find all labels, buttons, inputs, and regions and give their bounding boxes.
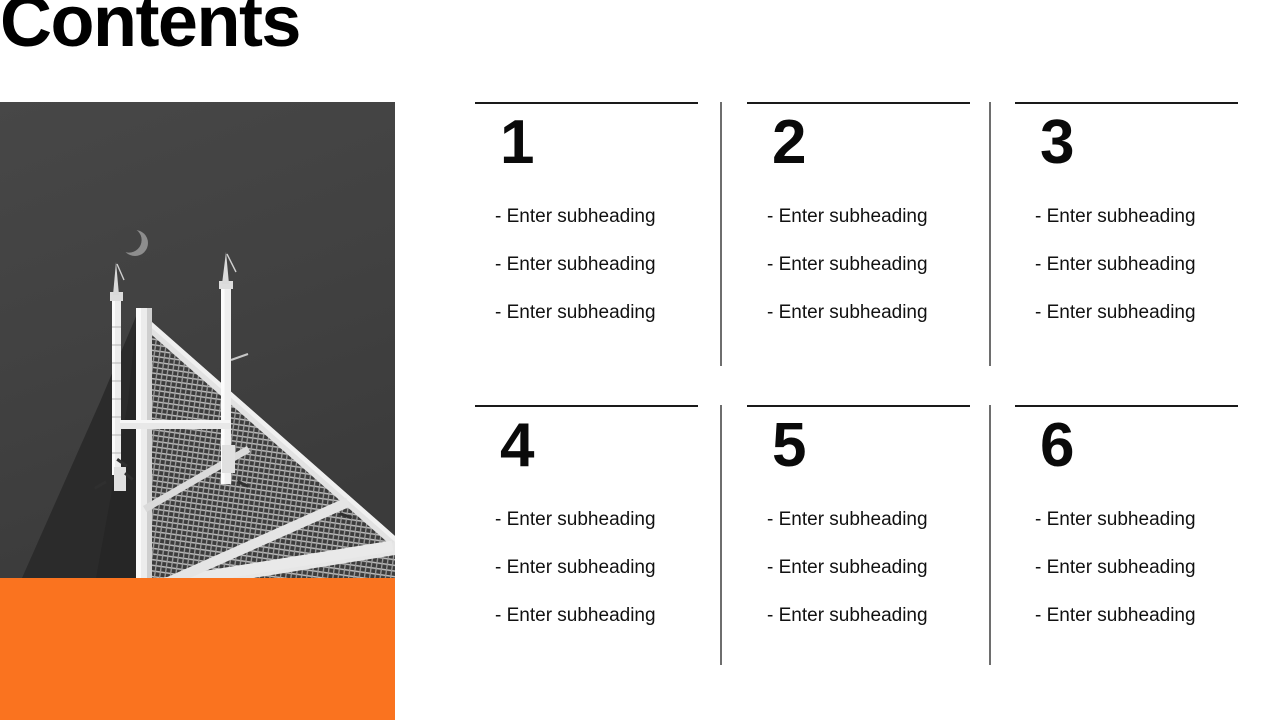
list-item[interactable]: - Enter subheading — [1035, 557, 1196, 578]
contents-item-3[interactable]: 3 - Enter subheading - Enter subheading … — [1015, 102, 1238, 367]
list-item[interactable]: - Enter subheading — [767, 206, 928, 227]
list-item[interactable]: - Enter subheading — [495, 254, 656, 275]
column-rule — [747, 405, 970, 407]
item-number: 4 — [500, 411, 534, 480]
list-item[interactable]: - Enter subheading — [495, 509, 656, 530]
item-subheadings: - Enter subheading - Enter subheading - … — [495, 510, 700, 654]
item-number: 1 — [500, 108, 534, 177]
tower-photo-graphic — [0, 102, 395, 578]
item-subheadings: - Enter subheading - Enter subheading - … — [767, 510, 972, 654]
contents-row-2: 4 - Enter subheading - Enter subheading … — [475, 405, 1240, 670]
item-subheadings: - Enter subheading - Enter subheading - … — [1035, 510, 1240, 654]
column-rule — [747, 102, 970, 104]
item-number: 3 — [1040, 108, 1074, 177]
item-number: 6 — [1040, 411, 1074, 480]
item-subheadings: - Enter subheading - Enter subheading - … — [495, 207, 700, 351]
orange-accent-block — [0, 578, 395, 720]
list-item[interactable]: - Enter subheading — [1035, 509, 1196, 530]
contents-item-1[interactable]: 1 - Enter subheading - Enter subheading … — [475, 102, 698, 367]
contents-grid: 1 - Enter subheading - Enter subheading … — [475, 102, 1240, 672]
list-item[interactable]: - Enter subheading — [495, 206, 656, 227]
list-item[interactable]: - Enter subheading — [767, 302, 928, 323]
column-rule — [1015, 102, 1238, 104]
list-item[interactable]: - Enter subheading — [495, 557, 656, 578]
list-item[interactable]: - Enter subheading — [495, 302, 656, 323]
column-rule — [475, 102, 698, 104]
list-item[interactable]: - Enter subheading — [1035, 254, 1196, 275]
vertical-divider — [989, 405, 991, 665]
list-item[interactable]: - Enter subheading — [767, 605, 928, 626]
list-item[interactable]: - Enter subheading — [767, 254, 928, 275]
vertical-divider — [989, 102, 991, 366]
item-number: 5 — [772, 411, 806, 480]
list-item[interactable]: - Enter subheading — [767, 557, 928, 578]
list-item[interactable]: - Enter subheading — [1035, 206, 1196, 227]
contents-item-2[interactable]: 2 - Enter subheading - Enter subheading … — [747, 102, 970, 367]
tower-photo — [0, 102, 395, 578]
vertical-divider — [720, 102, 722, 366]
list-item[interactable]: - Enter subheading — [767, 509, 928, 530]
list-item[interactable]: - Enter subheading — [1035, 302, 1196, 323]
column-rule — [1015, 405, 1238, 407]
contents-item-4[interactable]: 4 - Enter subheading - Enter subheading … — [475, 405, 698, 670]
list-item[interactable]: - Enter subheading — [1035, 605, 1196, 626]
item-subheadings: - Enter subheading - Enter subheading - … — [767, 207, 972, 351]
page-title: Contents — [0, 0, 301, 62]
column-rule — [475, 405, 698, 407]
contents-item-5[interactable]: 5 - Enter subheading - Enter subheading … — [747, 405, 970, 670]
contents-item-6[interactable]: 6 - Enter subheading - Enter subheading … — [1015, 405, 1238, 670]
contents-row-1: 1 - Enter subheading - Enter subheading … — [475, 102, 1240, 367]
list-item[interactable]: - Enter subheading — [495, 605, 656, 626]
item-subheadings: - Enter subheading - Enter subheading - … — [1035, 207, 1240, 351]
item-number: 2 — [772, 108, 806, 177]
vertical-divider — [720, 405, 722, 665]
